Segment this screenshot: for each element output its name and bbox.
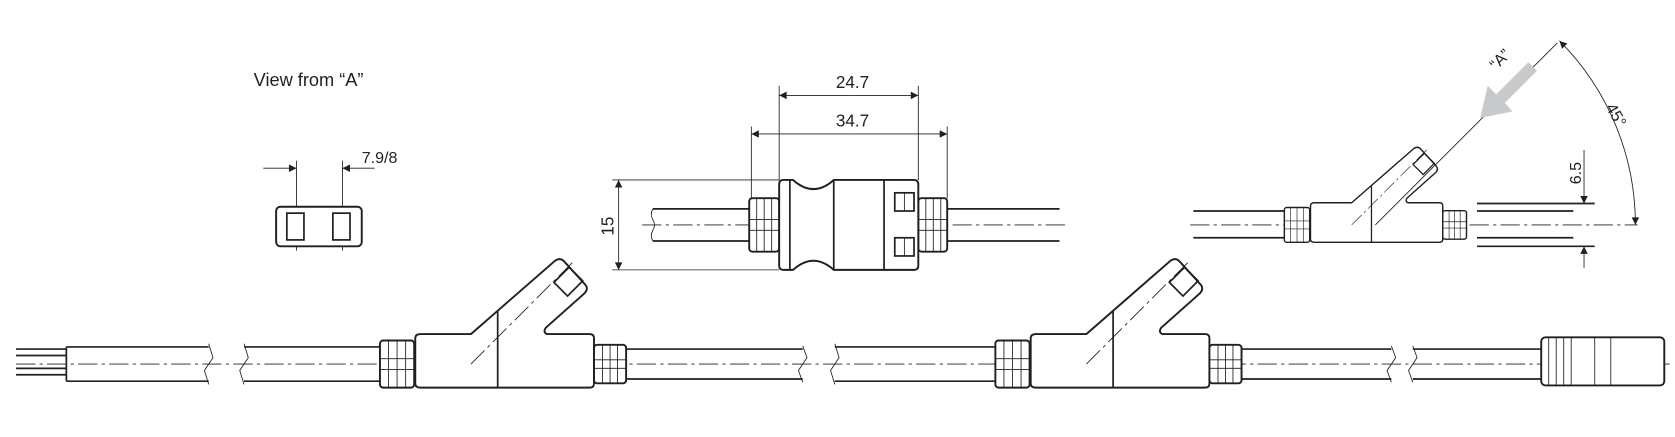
cable-break bbox=[239, 343, 249, 385]
y-connector bbox=[378, 258, 628, 389]
cable-break bbox=[797, 345, 808, 383]
strain-relief-ribs bbox=[1283, 206, 1311, 244]
view-from-a: View from “A” 7.9/8 bbox=[254, 70, 398, 251]
cable-break bbox=[203, 343, 214, 385]
terminal-slot bbox=[332, 212, 351, 241]
y-connector bbox=[994, 258, 1243, 389]
connector-face bbox=[275, 205, 363, 248]
y-connector-detail: 6.5 45° “A” bbox=[1190, 40, 1640, 268]
dim-height: 15 bbox=[598, 217, 617, 236]
dim-body-length: 24.7 bbox=[836, 73, 869, 92]
strain-relief-ribs bbox=[378, 339, 416, 389]
y-body bbox=[1309, 146, 1444, 244]
cable-break bbox=[830, 343, 840, 385]
dim-terminal-pitch: 7.9/8 bbox=[362, 149, 398, 167]
cable-assembly bbox=[16, 258, 1670, 389]
straight-connector: 24.7 34.7 15 bbox=[598, 73, 1065, 271]
cable-break bbox=[1386, 345, 1397, 383]
strain-relief-ribs bbox=[1208, 343, 1243, 385]
strain-relief-ribs bbox=[917, 197, 949, 253]
terminal-window bbox=[1168, 266, 1200, 298]
dim-overall-length: 34.7 bbox=[836, 111, 869, 130]
terminal-window bbox=[552, 266, 584, 298]
view-a-arrow bbox=[1480, 62, 1537, 118]
y-connector bbox=[1283, 146, 1468, 244]
strain-relief-ribs bbox=[1442, 209, 1468, 240]
y-body bbox=[1029, 258, 1211, 389]
wire-ends bbox=[16, 346, 68, 382]
cable-break bbox=[1408, 345, 1418, 383]
strain-relief-ribs bbox=[994, 339, 1031, 389]
dim-cable-offset: 6.5 bbox=[1567, 162, 1585, 184]
y-body bbox=[414, 258, 595, 389]
view-a-label: “A” bbox=[1486, 46, 1514, 74]
terminal-slot bbox=[285, 212, 305, 241]
strain-relief-ribs bbox=[593, 343, 628, 385]
end-cap bbox=[1540, 336, 1666, 387]
angle-arc bbox=[1559, 40, 1640, 225]
terminal-window bbox=[1412, 152, 1436, 176]
view-label: View from “A” bbox=[254, 70, 364, 90]
